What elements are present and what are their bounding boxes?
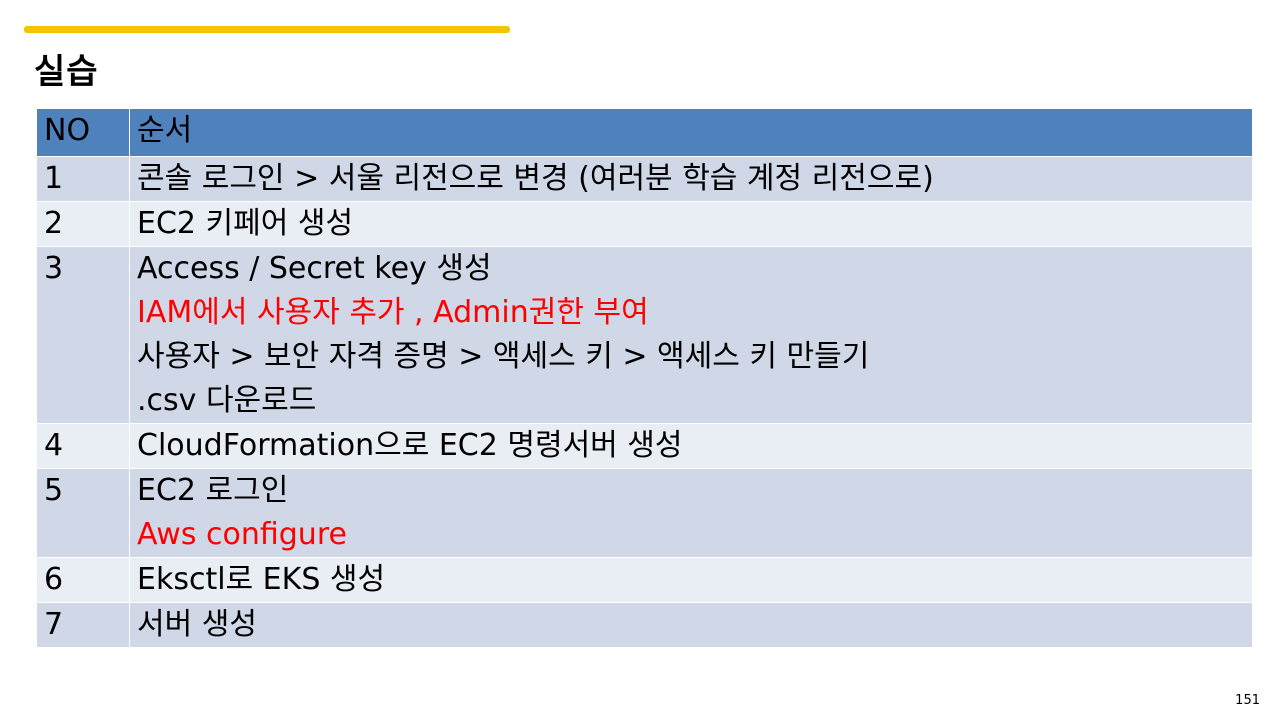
step-description: CloudFormation으로 EC2 명령서버 생성 — [129, 423, 1253, 469]
step-number: 7 — [36, 602, 130, 648]
step-number: 6 — [36, 557, 130, 603]
step-number: 4 — [36, 423, 130, 469]
header-steps: 순서 — [129, 108, 1253, 157]
step-line: Eksctl로 EKS 생성 — [137, 562, 386, 597]
step-line: Aws configure — [137, 517, 347, 552]
step-line: CloudFormation으로 EC2 명령서버 생성 — [137, 428, 683, 463]
step-description: 서버 생성 — [129, 602, 1253, 648]
page-number: 151 — [1235, 693, 1260, 708]
step-line: 서버 생성 — [137, 607, 257, 642]
step-line: .csv 다운로드 — [137, 383, 317, 418]
step-description: 콘솔 로그인 > 서울 리전으로 변경 (여러분 학습 계정 리전으로) — [129, 156, 1253, 202]
header-no: NO — [36, 108, 130, 157]
step-line: EC2 로그인 — [137, 473, 289, 508]
step-description: Eksctl로 EKS 생성 — [129, 557, 1253, 603]
table-header-row: NO 순서 — [36, 108, 1253, 157]
step-line: EC2 키페어 생성 — [137, 206, 354, 241]
step-line: IAM에서 사용자 추가 , Admin권한 부여 — [137, 295, 649, 330]
step-line: 콘솔 로그인 > 서울 리전으로 변경 (여러분 학습 계정 리전으로) — [137, 161, 934, 196]
slide-title: 실습 — [34, 52, 99, 92]
accent-bar — [24, 26, 510, 33]
step-line: Access / Secret key 생성 — [137, 251, 492, 286]
step-number: 2 — [36, 201, 130, 247]
step-number: 5 — [36, 468, 130, 558]
step-number: 3 — [36, 246, 130, 424]
step-line: 사용자 > 보안 자격 증명 > 액세스 키 > 액세스 키 만들기 — [137, 339, 870, 374]
step-description: EC2 키페어 생성 — [129, 201, 1253, 247]
step-description: Access / Secret key 생성 IAM에서 사용자 추가 , Adm… — [129, 246, 1253, 424]
step-description: EC2 로그인 Aws configure — [129, 468, 1253, 558]
step-number: 1 — [36, 156, 130, 202]
